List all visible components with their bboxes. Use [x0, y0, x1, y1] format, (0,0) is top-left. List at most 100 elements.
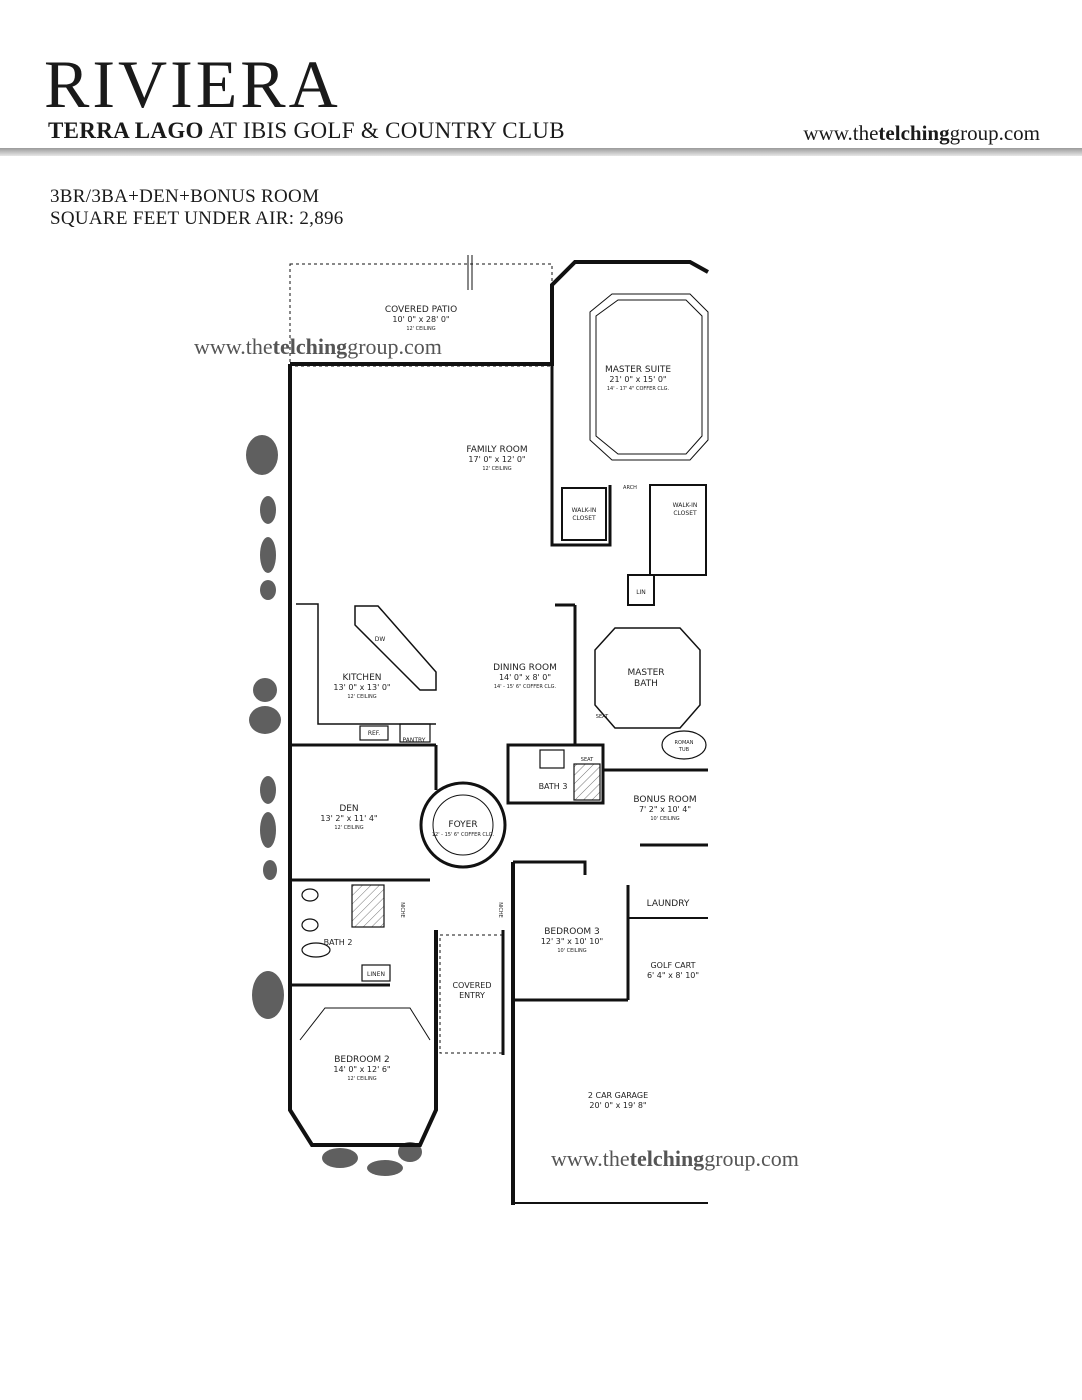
foyer-rotunda: [419, 781, 507, 869]
master-suite-wall: [550, 364, 612, 547]
watermark-pre: www.the: [551, 1146, 630, 1171]
master-coffer-inner: [595, 299, 703, 455]
label-dw: DW: [375, 636, 386, 643]
master-coffer: [589, 293, 709, 461]
watermark-post: group.com: [704, 1146, 799, 1171]
dims-bedroom2: 14' 0" x 12' 6": [333, 1065, 390, 1074]
label-seat: SEAT: [596, 714, 609, 720]
note-kitchen: 12' CEILING: [347, 694, 376, 700]
bath2-toilet: [301, 942, 331, 958]
landscape-shrubs: [246, 435, 422, 1176]
bedroom2-bay: [299, 1007, 431, 1041]
subtitle-community: TERRA LAGO: [48, 118, 204, 143]
dims-patio: 10' 0" x 28' 0": [392, 315, 449, 324]
header-url-post: group.com: [949, 121, 1040, 145]
bath3-shower: [573, 763, 601, 801]
note-bedroom3: 10' CEILING: [557, 948, 586, 954]
dims-dining-room: 14' 0" x 8' 0": [499, 673, 551, 682]
walkin-closet-right: [649, 484, 707, 576]
label-den: DEN: [339, 804, 358, 814]
label-covered-entry: COVERED: [452, 981, 491, 990]
note-bedroom2: 12' CEILING: [347, 1076, 376, 1082]
shrub: [260, 537, 276, 573]
label-seat: SEAT: [581, 757, 594, 763]
label-walkin-closet: WALK-IN: [572, 507, 597, 514]
bath2-sink: [301, 918, 319, 932]
dims-garage: 20' 0" x 19' 8": [589, 1101, 646, 1110]
page-subtitle: TERRA LAGO AT IBIS GOLF & COUNTRY CLUB: [48, 118, 565, 144]
label-bath3: BATH 3: [539, 782, 568, 791]
subtitle-club: AT IBIS GOLF & COUNTRY CLUB: [203, 118, 565, 143]
watermark-bold: telching: [272, 334, 348, 359]
label-linen: LINEN: [367, 971, 385, 978]
label-walkin-closet: CLOSET: [673, 510, 697, 517]
exterior-wall-north: [290, 260, 709, 366]
label-master-bath: MASTER: [627, 668, 664, 678]
header-url-bold: telching: [878, 121, 950, 145]
label-niche: NICHE: [497, 902, 503, 918]
kitchen-counter: [296, 603, 436, 725]
watermark-bold: telching: [629, 1146, 705, 1171]
note-dining-room: 14' - 15' 6" COFFER CLG.: [494, 684, 557, 690]
dims-master-suite: 21' 0" x 15' 0": [609, 375, 666, 384]
spec-bedrooms: 3BR/3BA+DEN+BONUS ROOM: [50, 186, 320, 207]
label-pantry: PANTRY: [403, 737, 426, 744]
note-den: 12' CEILING: [334, 825, 363, 831]
label-walkin-closet: WALK-IN: [673, 502, 698, 509]
label-master-suite: MASTER SUITE: [605, 365, 671, 375]
label-family-room: FAMILY ROOM: [466, 445, 527, 455]
pantry: [399, 723, 431, 743]
bath3-room: [506, 743, 605, 805]
label-ref: REF.: [368, 730, 380, 737]
dims-golf-cart: 6' 4" x 8' 10": [647, 971, 699, 980]
label-bonus-room: BONUS ROOM: [633, 795, 696, 805]
watermark-url: www.thetelchinggroup.com: [551, 1146, 799, 1172]
shrub: [260, 812, 276, 848]
note-family-room: 12' CEILING: [482, 466, 511, 472]
label-roman-tub: ROMAN: [675, 740, 694, 746]
dims-den: 13' 2" x 11' 4": [320, 814, 377, 823]
watermark-post: group.com: [347, 334, 442, 359]
label-dining-room: DINING ROOM: [493, 663, 557, 673]
label-garage: 2 CAR GARAGE: [588, 1091, 648, 1100]
shrub: [246, 435, 278, 475]
covered-entry: [439, 934, 503, 1054]
shrub: [249, 706, 281, 734]
bedroom3-walls: [513, 860, 587, 875]
label-lin: LIN: [636, 589, 646, 596]
label-arch: ARCH: [623, 485, 637, 491]
bath2-shower: [351, 884, 385, 928]
foyer-coffer: [432, 794, 494, 856]
header-divider: [0, 148, 1082, 156]
spec-square-feet: SQUARE FEET UNDER AIR: 2,896: [50, 208, 344, 229]
label-bedroom3: BEDROOM 3: [544, 927, 600, 937]
spec-block: 3BR/3BA+DEN+BONUS ROOM SQUARE FEET UNDER…: [50, 186, 344, 230]
header-website[interactable]: www.thetelchinggroup.com: [803, 121, 1040, 146]
dims-bedroom3: 12' 3" x 10' 10": [541, 937, 603, 946]
shrub: [260, 580, 276, 600]
shrub: [260, 776, 276, 804]
label-master-bath: BATH: [634, 679, 658, 689]
bath2-sink: [301, 888, 319, 902]
label-bedroom2: BEDROOM 2: [334, 1055, 390, 1065]
label-roman-tub: TUB: [678, 747, 690, 753]
label-bath2: BATH 2: [324, 938, 353, 947]
shrub: [263, 860, 277, 880]
shrub: [253, 678, 277, 702]
exterior-wall-west: [288, 364, 438, 1147]
dims-family-room: 17' 0" x 12' 0": [468, 455, 525, 464]
note-foyer: 12' - 15' 6" COFFER CLG.: [432, 832, 495, 838]
dims-kitchen: 13' 0" x 13' 0": [333, 683, 390, 692]
label-walkin-closet: CLOSET: [572, 515, 596, 522]
label-golf-cart: GOLF CART: [650, 961, 695, 970]
linen-closet-bath2: [361, 964, 391, 982]
label-laundry: LAUNDRY: [647, 899, 690, 909]
label-niche: NICHE: [399, 902, 405, 918]
shrub: [252, 971, 284, 1019]
label-foyer: FOYER: [448, 820, 477, 830]
header-url-pre: www.the: [803, 121, 879, 145]
linen-closet-master: [627, 574, 655, 606]
shrub: [260, 496, 276, 524]
page-title: RIVIERA: [44, 46, 341, 122]
